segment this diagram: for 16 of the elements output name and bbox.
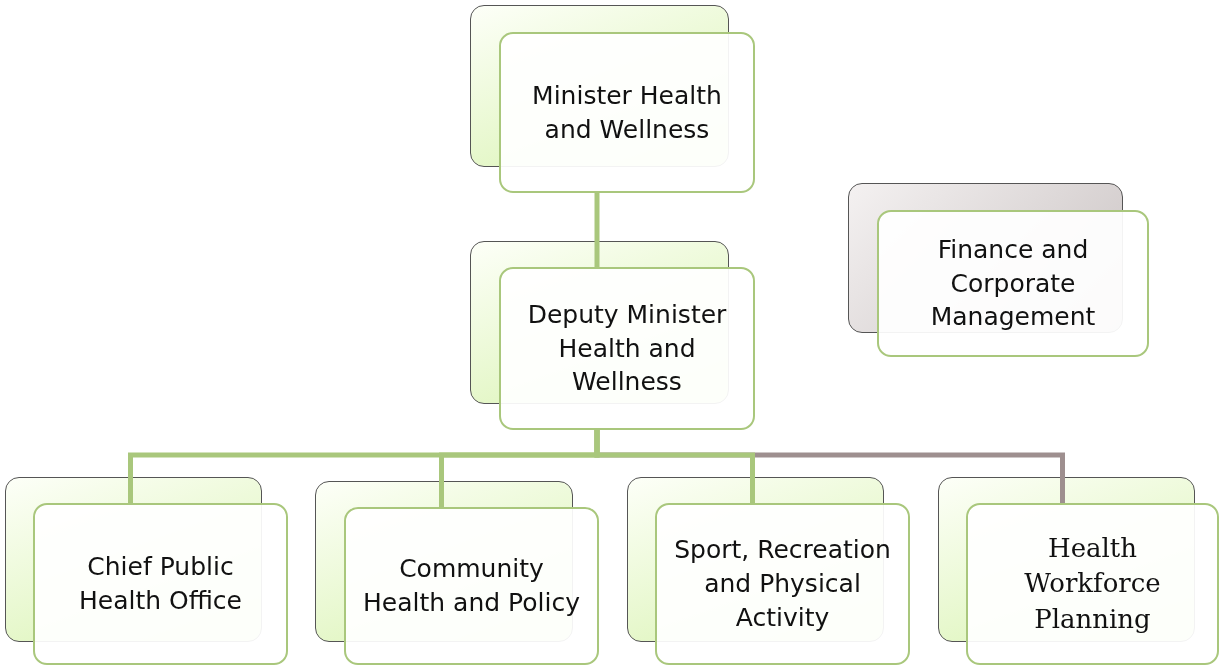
unit-name: Health Workforce Planning [1023, 532, 1162, 636]
org-box [499, 267, 755, 430]
unit-name: Sport, Recreation and Physical Activity [673, 534, 892, 634]
unit-name: Minister Health and Wellness [531, 79, 723, 146]
unit-name: Finance and Corporate Management [929, 233, 1097, 334]
org-box [499, 32, 755, 193]
connector-line [594, 430, 755, 503]
org-box [966, 503, 1219, 665]
unit-name: Chief Public Health Office [78, 551, 243, 617]
org-box [877, 210, 1149, 357]
unit-name: Deputy Minister Health and Wellness [526, 298, 728, 399]
connector-line [594, 193, 600, 267]
org-box [344, 507, 599, 665]
unit-name: Community Health and Policy [362, 553, 581, 619]
org-box [655, 503, 910, 665]
org-box [33, 503, 288, 665]
